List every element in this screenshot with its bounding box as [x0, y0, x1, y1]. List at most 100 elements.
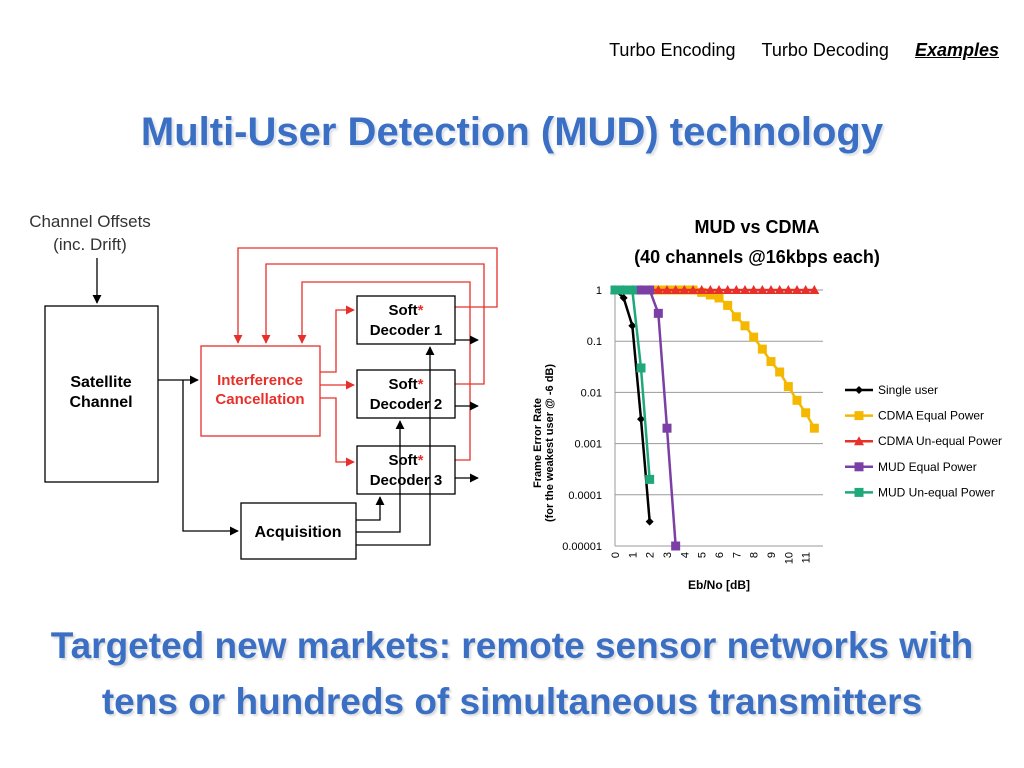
data-point	[628, 321, 637, 330]
data-point	[679, 285, 690, 294]
footer-line-1: Targeted new markets: remote sensor netw…	[50, 625, 974, 666]
data-point	[705, 290, 715, 300]
data-point	[670, 285, 681, 294]
y-tick-label: 0.01	[581, 387, 602, 399]
data-point	[671, 541, 681, 551]
channel-offsets-label: Channel Offsets	[29, 212, 151, 231]
data-point	[688, 285, 698, 294]
interference-cancellation-box	[200, 345, 321, 437]
decoder-2-label: Soft*	[388, 376, 423, 393]
legend-entry: MUD Equal Power	[878, 460, 977, 474]
data-point	[783, 285, 794, 294]
legend-entry: Single user	[878, 383, 938, 397]
data-point	[714, 285, 724, 294]
data-point	[809, 423, 819, 433]
nav-turbo-encoding[interactable]: Turbo Encoding	[609, 40, 736, 60]
data-point	[801, 408, 811, 418]
data-point	[653, 308, 663, 318]
y-tick-label: 1	[596, 285, 602, 297]
nav-turbo-decoding[interactable]: Turbo Decoding	[761, 40, 889, 60]
decoder-3-sublabel: Decoder 3	[370, 472, 443, 489]
legend-entry: MUD Un-equal Power	[878, 485, 995, 499]
chart-subtitle: (40 channels @16kbps each)	[634, 247, 880, 267]
data-point	[619, 293, 628, 302]
y-axis-label: Frame Error Rate	[532, 398, 544, 488]
data-point	[610, 285, 620, 295]
data-point	[637, 415, 645, 424]
data-point	[800, 285, 811, 294]
x-axis-label: Eb/No [dB]	[688, 578, 750, 592]
data-point	[748, 285, 759, 294]
data-point	[757, 344, 767, 354]
data-point	[783, 382, 793, 392]
data-point	[855, 386, 863, 394]
y-axis-sublabel: (for the weakest user @ -6 dB)	[544, 364, 556, 522]
x-tick-label: 3	[662, 552, 674, 558]
top-nav: Turbo Encoding Turbo Decoding Examples	[609, 40, 999, 61]
satellite-channel-box	[44, 305, 159, 483]
x-tick-label: 2	[645, 552, 657, 558]
data-point	[662, 423, 672, 433]
interference-sublabel: Cancellation	[215, 391, 304, 408]
data-point	[757, 285, 768, 294]
data-point	[740, 321, 750, 331]
footer-line-2: tens or hundreds of simultaneous transmi…	[101, 681, 923, 722]
mud-block-diagram: Channel Offsets (inc. Drift) Satellite C…	[29, 212, 498, 560]
data-point	[662, 285, 672, 294]
decoder-3-label: Soft*	[388, 452, 423, 469]
y-tick-label: 0.00001	[562, 541, 602, 553]
decoder-2-box	[356, 369, 456, 419]
decoder-1-sublabel: Decoder 1	[370, 322, 443, 339]
legend-entry: CDMA Equal Power	[878, 409, 984, 423]
interference-label: Interference	[217, 372, 303, 389]
x-tick-label: 7	[731, 552, 743, 558]
x-tick-label: 0	[610, 552, 622, 558]
data-point	[740, 285, 750, 294]
chart-title: MUD vs CDMA	[694, 217, 819, 237]
data-point	[645, 517, 654, 526]
data-point	[792, 395, 802, 405]
x-tick-label: 1	[627, 552, 639, 558]
satellite-channel-sublabel: Channel	[69, 394, 132, 411]
data-point	[636, 363, 646, 373]
data-point	[792, 285, 802, 294]
data-point	[731, 285, 742, 294]
y-tick-label: 0.0001	[568, 490, 602, 502]
acquisition-box	[240, 502, 357, 560]
x-tick-label: 4	[679, 552, 691, 558]
data-point	[854, 487, 864, 497]
x-tick-label: 6	[714, 552, 726, 558]
decoder-1-box	[356, 295, 456, 345]
data-point	[723, 300, 733, 310]
data-point	[731, 312, 741, 322]
acquisition-label: Acquisition	[254, 524, 341, 541]
nav-examples[interactable]: Examples	[914, 40, 999, 60]
decoder-3-box	[356, 445, 456, 495]
x-tick-label: 8	[749, 552, 761, 558]
data-point	[722, 285, 733, 294]
data-point	[619, 285, 629, 295]
decoder-2-sublabel: Decoder 2	[370, 396, 443, 413]
data-point	[627, 285, 637, 295]
decoder-1-label: Soft*	[388, 302, 423, 319]
legend-entry: CDMA Un-equal Power	[878, 434, 1002, 448]
data-point	[645, 285, 655, 295]
data-point	[809, 285, 820, 294]
y-tick-label: 0.001	[574, 439, 602, 451]
data-point	[854, 462, 864, 472]
page-title: Multi-User Detection (MUD) technology	[140, 110, 884, 154]
channel-offsets-sublabel: (inc. Drift)	[53, 235, 127, 254]
fer-chart: MUD vs CDMA (40 channels @16kbps each) F…	[532, 217, 1002, 592]
data-point	[775, 367, 785, 377]
footer-statement: Targeted new markets: remote sensor netw…	[0, 618, 1024, 730]
satellite-channel-label: Satellite	[70, 374, 131, 391]
data-point	[696, 285, 707, 294]
data-point	[714, 293, 724, 303]
data-point	[766, 357, 776, 367]
data-point	[749, 332, 759, 342]
data-point	[766, 285, 776, 294]
x-tick-label: 10	[783, 552, 795, 564]
data-point	[854, 436, 864, 446]
y-tick-label: 0.1	[587, 336, 602, 348]
data-point	[636, 285, 646, 295]
